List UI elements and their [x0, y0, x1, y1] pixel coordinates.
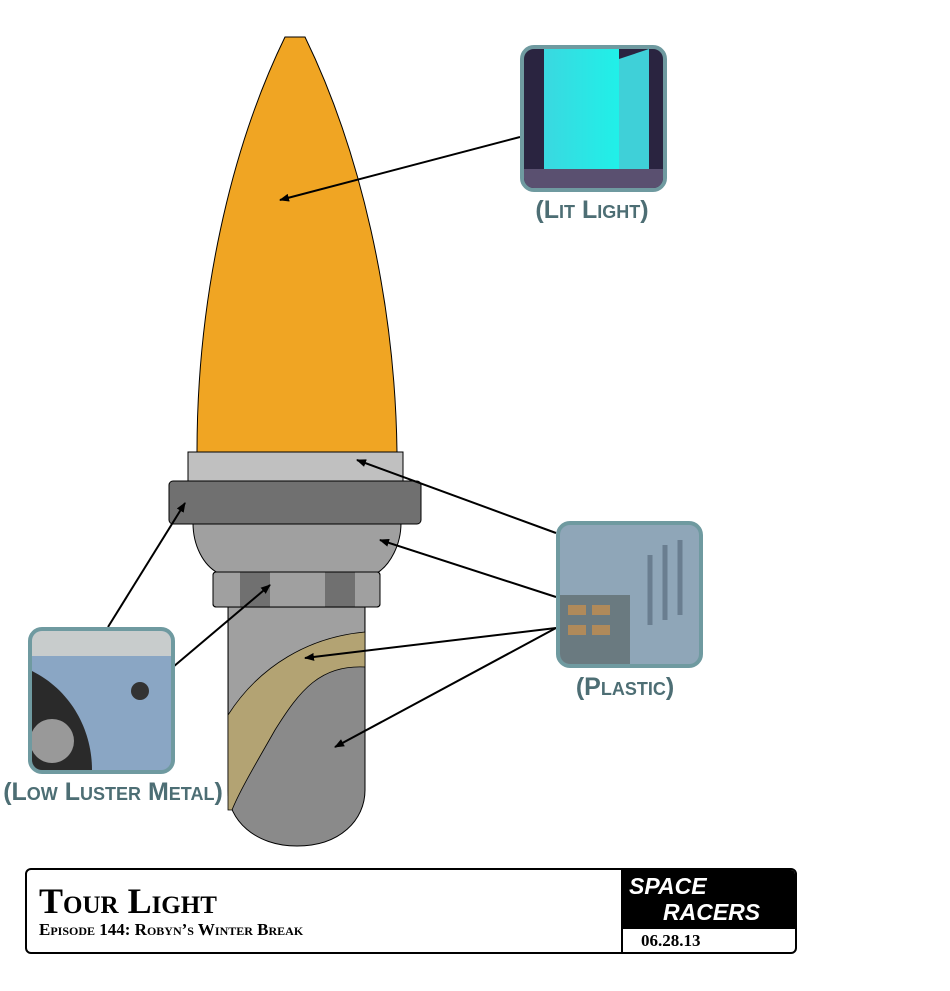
leader-metal-2: [172, 584, 271, 668]
leader-lit: [279, 136, 521, 202]
plastic-swatch: [556, 521, 703, 668]
drawing-date: 06.28.13: [621, 927, 795, 952]
lit-light-image: [524, 49, 663, 188]
lit-light-swatch: [520, 45, 667, 192]
drawing-title: Tour Light: [39, 881, 217, 921]
nut-outline: [212, 571, 381, 608]
low-luster-metal-image: [32, 631, 171, 770]
leader-plastic-4: [334, 627, 557, 748]
low-luster-metal-swatch: [28, 627, 175, 774]
title-block: Tour Light Episode 144: Robyn’s Winter B…: [25, 868, 797, 954]
leader-plastic-1: [356, 459, 557, 534]
leader-metal-1: [107, 502, 186, 628]
collar-band: [187, 451, 404, 483]
plastic-label: (Plastic): [575, 673, 675, 701]
leader-plastic-3: [304, 627, 557, 661]
tan-band: [227, 631, 366, 811]
space-racers-logo: SPACE RACERS: [621, 870, 795, 927]
ring: [168, 480, 422, 525]
leader-lines: [107, 136, 557, 748]
dome: [192, 522, 402, 574]
logo-line-1: SPACE: [629, 873, 707, 899]
bulb-lens: [196, 36, 398, 453]
nut-flat-right: [325, 572, 355, 607]
lit-light-label: (Lit Light): [535, 196, 649, 224]
plastic-image: [560, 540, 683, 664]
low-luster-metal-label: (Low Luster Metal): [3, 778, 223, 806]
logo-line-2: RACERS: [663, 899, 761, 925]
leader-plastic-2: [379, 538, 557, 598]
episode-subtitle: Episode 144: Robyn’s Winter Break: [39, 920, 304, 939]
stem-upper-shade: [229, 608, 364, 715]
